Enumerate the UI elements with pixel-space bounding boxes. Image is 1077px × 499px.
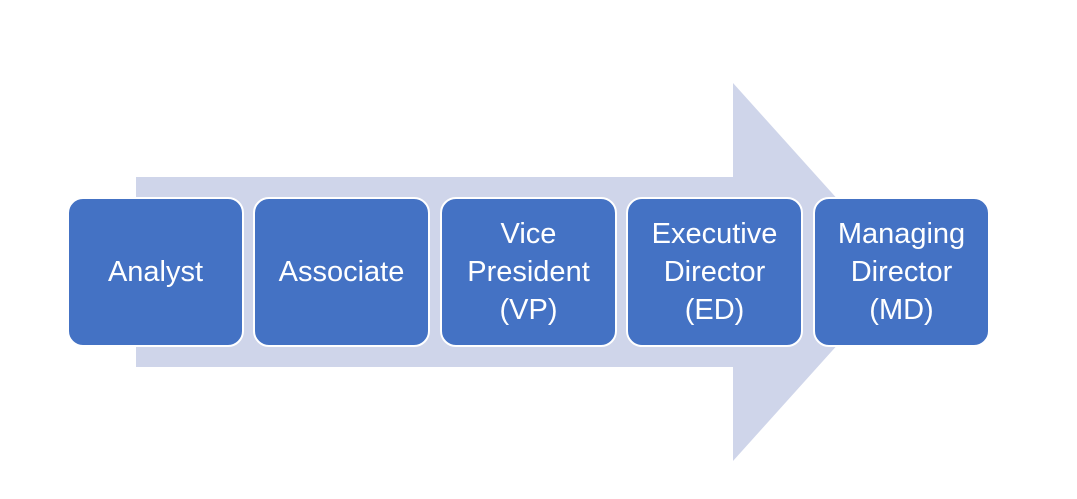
stage-managing-director: Managing Director (MD) (813, 197, 990, 347)
stage-label: Vice President (VP) (467, 218, 590, 326)
stage-label: Analyst (107, 256, 204, 288)
stage-associate: Associate (253, 197, 430, 347)
stage-vice-president: Vice President (VP) (440, 197, 617, 347)
stage-analyst: Analyst (67, 197, 244, 347)
stage-label: Managing Director (MD) (837, 218, 966, 326)
stage-label: Executive Director (ED) (651, 218, 778, 326)
stage-label: Associate (278, 256, 405, 288)
stage-executive-director: Executive Director (ED) (626, 197, 803, 347)
